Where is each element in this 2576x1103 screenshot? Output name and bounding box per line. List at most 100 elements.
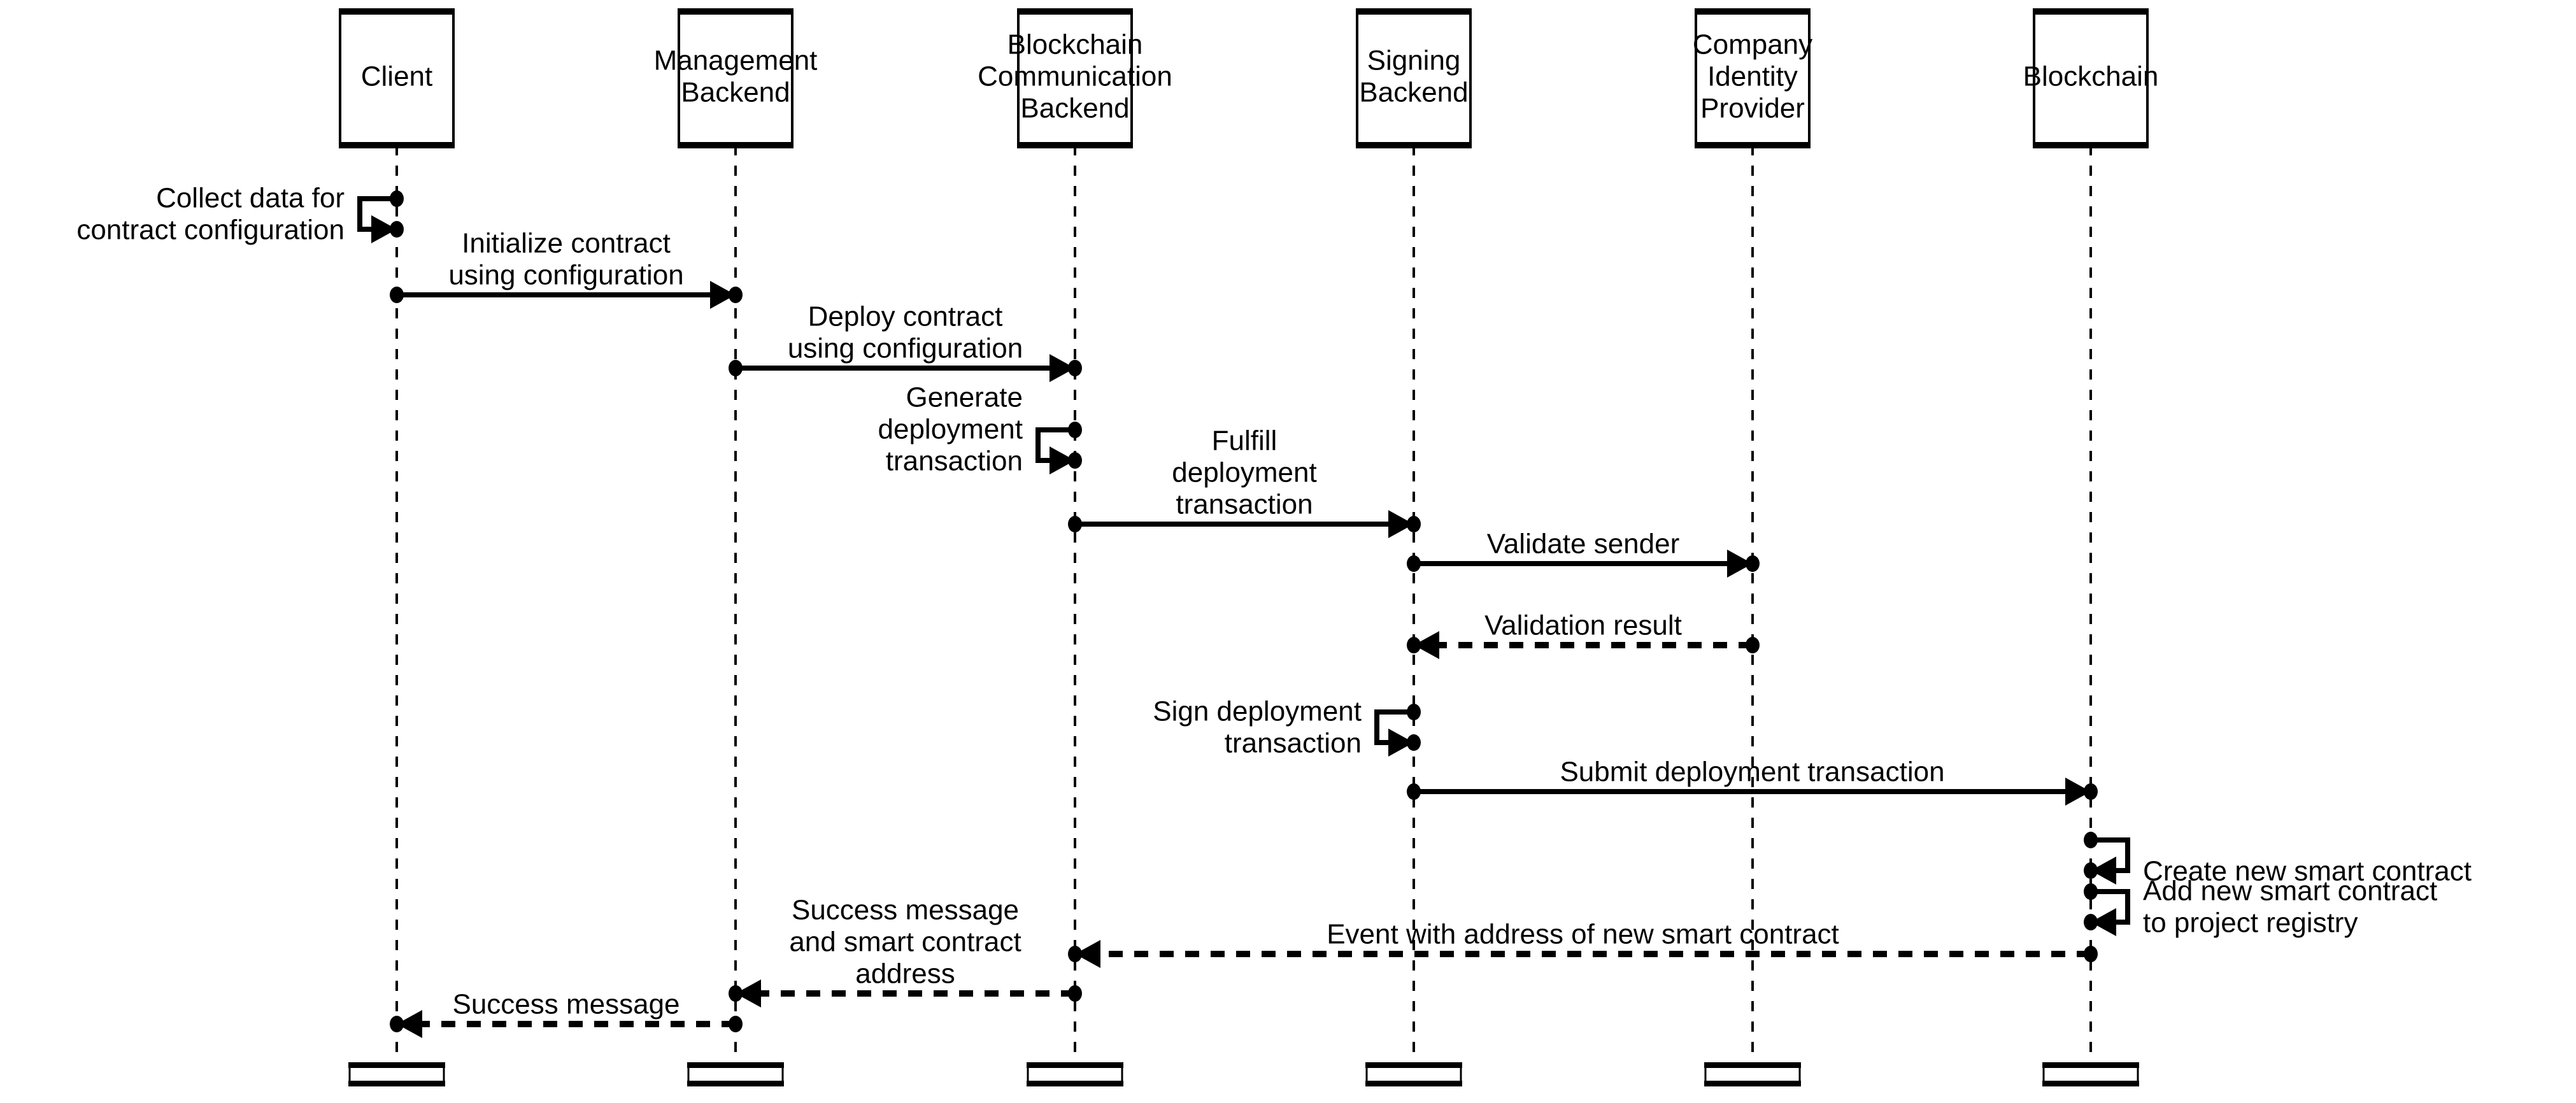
participant-label-signing-backend: Backend [1359, 77, 1468, 108]
message-arrow-head [710, 281, 736, 309]
participant-boxes-layer: ClientManagementBackendBlockchainCommuni… [339, 8, 2158, 148]
message-label: transaction [1225, 728, 1362, 759]
message-arrow-head [2091, 908, 2116, 936]
message-label: Submit deployment transaction [1560, 757, 1944, 788]
terminator-client [348, 1062, 445, 1086]
terminators-layer [348, 1062, 2139, 1086]
participant-box-blockchain[interactable]: Blockchain [2023, 8, 2159, 148]
message-12-return[interactable]: Event with address of new smart contract [1068, 919, 2098, 968]
message-endpoint-dot [390, 190, 404, 207]
message-arrow-head [1050, 446, 1075, 474]
participant-label-company-identity-provider: Company [1693, 29, 1812, 60]
message-endpoint-dot [2084, 914, 2098, 930]
message-endpoint-dot [1068, 422, 1082, 438]
message-endpoint-dot [1746, 555, 1760, 572]
message-label: Event with address of new smart contract [1327, 919, 1839, 950]
message-endpoint-dot [1407, 516, 1421, 532]
participant-box-client[interactable]: Client [339, 8, 455, 148]
message-arrow-head [371, 215, 397, 243]
message-endpoint-dot [1068, 985, 1082, 1002]
terminator-company-identity-provider [1704, 1062, 1801, 1086]
message-endpoint-dot [2084, 946, 2098, 962]
message-6-call[interactable]: Validate sender [1407, 529, 1760, 578]
message-arrow-head [1388, 510, 1414, 538]
message-7-return[interactable]: Validation result [1407, 610, 1760, 659]
message-label: Add new smart contract [2143, 876, 2437, 907]
message-endpoint-dot [1407, 734, 1421, 751]
message-label: Sign deployment [1153, 696, 1362, 727]
message-endpoint-dot [1068, 516, 1082, 532]
self-message-loop [2091, 889, 2130, 925]
message-label: Validate sender [1487, 529, 1680, 560]
message-10-self[interactable]: Create new smart contract [2084, 832, 2472, 887]
message-endpoint-dot [1068, 946, 1082, 962]
message-arrow-head [1075, 940, 1100, 968]
participant-label-company-identity-provider: Identity [1707, 61, 1798, 92]
message-arrow-head [2065, 778, 2091, 806]
message-endpoint-dot [390, 1016, 404, 1032]
message-label: and smart contract [789, 927, 1021, 958]
message-endpoint-dot [729, 985, 743, 1002]
message-label: Validation result [1484, 610, 1682, 641]
message-endpoint-dot [390, 221, 404, 238]
message-endpoint-dot [1407, 637, 1421, 653]
terminator-blockchain-communication-backend [1027, 1062, 1123, 1086]
message-label: to project registry [2143, 907, 2358, 939]
message-label: transaction [886, 446, 1023, 477]
message-label: Deploy contract [808, 301, 1003, 332]
participant-label-client: Client [361, 61, 433, 92]
participant-label-blockchain-communication-backend: Communication [978, 61, 1172, 92]
message-arrow-head [1727, 550, 1753, 578]
terminator-blockchain [2042, 1062, 2139, 1086]
message-arrow-head [2091, 857, 2116, 885]
message-endpoint-dot [1407, 704, 1421, 720]
message-endpoint-dot [1068, 452, 1082, 469]
participant-label-management-backend: Backend [681, 77, 790, 108]
participant-label-signing-backend: Signing [1367, 45, 1461, 76]
message-endpoint-dot [1407, 555, 1421, 572]
participant-label-management-backend: Management [654, 45, 818, 76]
message-label: address [855, 958, 955, 990]
participant-label-company-identity-provider: Provider [1700, 93, 1805, 124]
participant-label-blockchain-communication-backend: Blockchain [1007, 29, 1143, 60]
message-arrow-head [1050, 354, 1075, 382]
message-label: deployment [1172, 457, 1316, 488]
terminator-management-backend [687, 1062, 784, 1086]
self-message-loop [2091, 837, 2130, 873]
self-message-loop [1374, 709, 1414, 745]
terminator-signing-backend [1365, 1062, 1462, 1086]
message-endpoint-dot [1068, 360, 1082, 376]
message-endpoint-dot [2084, 862, 2098, 879]
message-label: Collect data for [156, 183, 345, 214]
message-endpoint-dot [2084, 832, 2098, 848]
message-9-call[interactable]: Submit deployment transaction [1407, 757, 2098, 806]
message-label: Generate [906, 382, 1023, 413]
message-14-return[interactable]: Success message [390, 989, 743, 1038]
message-label: using configuration [448, 260, 683, 291]
message-endpoint-dot [729, 1016, 743, 1032]
self-message-loop [1035, 427, 1075, 463]
message-endpoint-dot [2084, 883, 2098, 900]
message-label: using configuration [788, 333, 1023, 364]
self-message-loop [357, 196, 397, 232]
message-endpoint-dot [2084, 783, 2098, 800]
message-arrow-head [397, 1010, 422, 1038]
message-endpoint-dot [390, 287, 404, 303]
message-arrow-head [736, 979, 761, 1007]
message-arrow-head [1388, 729, 1414, 757]
